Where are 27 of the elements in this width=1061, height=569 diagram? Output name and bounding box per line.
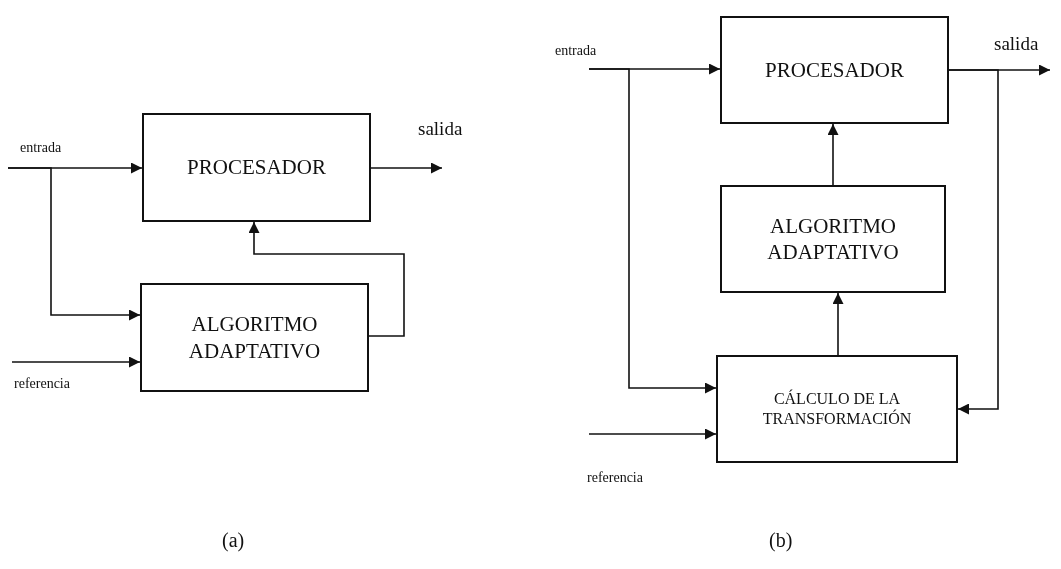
signal-label: entrada bbox=[555, 44, 597, 58]
process-box bbox=[720, 185, 946, 293]
box-label: PROCESADOR bbox=[186, 154, 327, 181]
signal-label: salida bbox=[418, 119, 463, 138]
box-label: PROCESADOR bbox=[764, 56, 905, 84]
process-box bbox=[720, 16, 949, 124]
arrow bbox=[588, 428, 717, 440]
signal-label: salida bbox=[994, 34, 1039, 53]
arrow bbox=[948, 69, 999, 415]
arrow bbox=[248, 221, 405, 337]
signal-label: referencia bbox=[14, 377, 70, 391]
signal-label: referencia bbox=[587, 471, 643, 485]
arrow bbox=[370, 162, 443, 174]
arrow bbox=[588, 68, 717, 394]
box-label: CÁLCULO DE LA TRANSFORMACIÓN bbox=[761, 389, 913, 429]
panel-caption: (b) bbox=[769, 530, 793, 550]
process-box bbox=[140, 283, 369, 392]
box-label: ALGORITMO ADAPTATIVO bbox=[766, 212, 900, 266]
panel-caption: (a) bbox=[222, 530, 245, 550]
arrow bbox=[827, 123, 839, 186]
arrow bbox=[7, 167, 141, 321]
arrow bbox=[11, 356, 141, 368]
process-box bbox=[142, 113, 371, 222]
arrow bbox=[832, 292, 844, 356]
process-box bbox=[716, 355, 958, 463]
signal-label: entrada bbox=[20, 141, 62, 155]
box-label: ALGORITMO ADAPTATIVO bbox=[187, 311, 322, 364]
